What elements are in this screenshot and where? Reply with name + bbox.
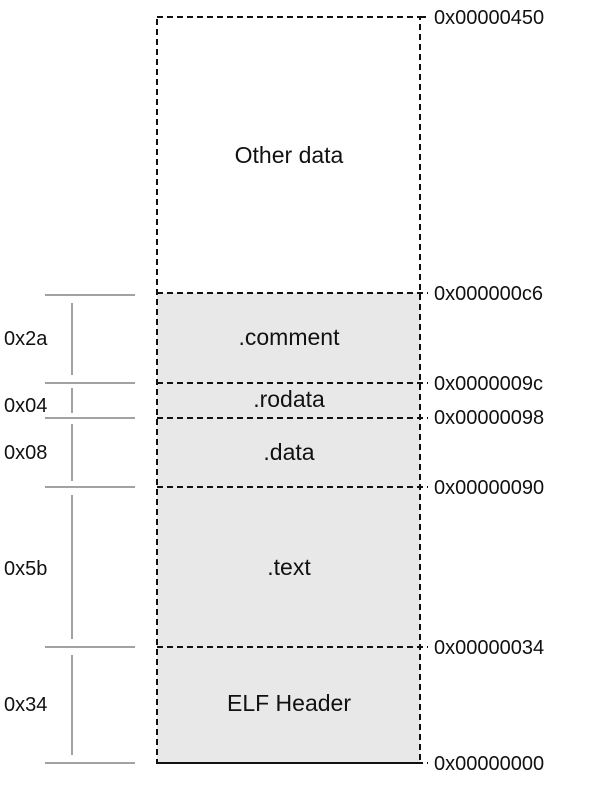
address-label: 0x0000009c <box>434 373 543 395</box>
size-label-text: 0x5b <box>4 558 47 580</box>
segment-text <box>157 487 420 647</box>
segment-label-other-data: Other data <box>235 142 344 168</box>
segment-label-elf-header: ELF Header <box>227 690 351 716</box>
segment-rodata <box>157 383 420 418</box>
address-label: 0x000000c6 <box>434 283 543 305</box>
segment-label-data: .data <box>263 439 314 465</box>
size-label-rodata: 0x04 <box>4 395 47 417</box>
boundary-lines <box>157 16 428 764</box>
address-label: 0x00000098 <box>434 407 544 429</box>
size-label-data: 0x08 <box>4 442 47 464</box>
address-label: 0x00000090 <box>434 477 544 499</box>
segment-elf-header <box>157 647 420 763</box>
size-label-comment: 0x2a <box>4 328 48 350</box>
segment-label-rodata: .rodata <box>253 386 325 412</box>
address-label: 0x00000450 <box>434 7 544 29</box>
size-label-elf-header: 0x34 <box>4 694 47 716</box>
segment-other-data <box>157 17 420 293</box>
segment-label-text: .text <box>267 554 311 580</box>
address-label: 0x00000034 <box>434 637 544 659</box>
address-label: 0x00000000 <box>434 753 544 775</box>
segment-label-comment: .comment <box>239 324 341 350</box>
segment-comment <box>157 293 420 383</box>
size-bracket-ticks <box>45 294 135 764</box>
segment-data <box>157 418 420 487</box>
